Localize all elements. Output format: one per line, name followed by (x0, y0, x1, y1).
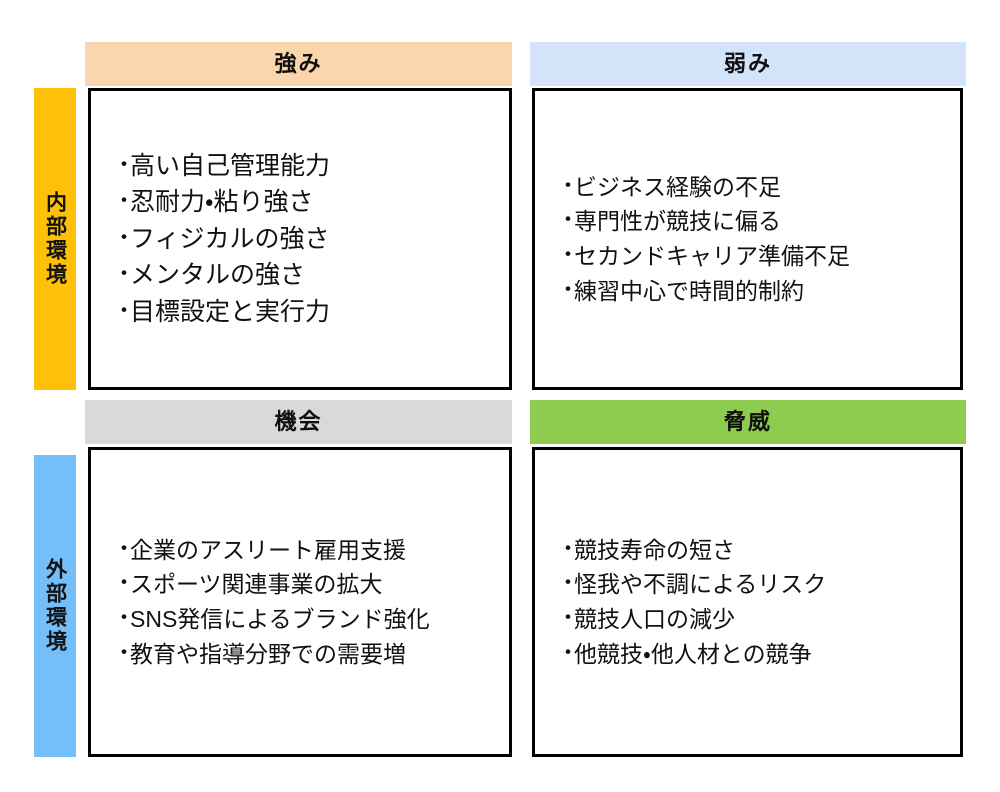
list-item: ・競技人口の減少 (557, 602, 960, 637)
list-item: ・SNS発信によるブランド強化 (113, 602, 509, 637)
list-item-label: 他競技・他人材との競争 (574, 640, 812, 667)
bullet-icon: ・ (557, 639, 580, 665)
list-item: ・目標設定と実行力 (113, 294, 509, 331)
bullet-icon: ・ (113, 261, 136, 287)
quadrant-header-opportunities-text: 機会 (274, 409, 323, 434)
quadrant-header-opportunities: 機会 (85, 400, 512, 444)
bullet-icon: ・ (557, 276, 580, 302)
list-item: ・忍耐力・粘り強さ (113, 184, 509, 221)
axis-label-internal-text: 内部環境 (43, 191, 67, 287)
quadrant-header-weaknesses: 弱み (530, 42, 966, 86)
list-item-label: スポーツ関連事業の拡大 (130, 571, 383, 598)
list-item: ・練習中心で時間的制約 (557, 274, 960, 309)
list-item-label: 専門性が競技に偏る (574, 208, 781, 235)
quadrant-header-threats-text: 脅威 (723, 409, 772, 434)
bullet-icon: ・ (557, 535, 580, 561)
list-item-label: 怪我や不調によるリスク (574, 571, 827, 598)
item-list-threats: ・競技寿命の短さ・怪我や不調によるリスク・競技人口の減少・他競技・他人材との競争 (535, 533, 960, 671)
list-item-label: 教育や指導分野での需要増 (130, 640, 406, 667)
bullet-icon: ・ (113, 151, 136, 177)
bullet-icon: ・ (113, 570, 136, 596)
list-item-label: 高い自己管理能力 (130, 151, 331, 180)
quadrant-box-weaknesses: ・ビジネス経験の不足・専門性が競技に偏る・セカンドキャリア準備不足・練習中心で時… (532, 88, 963, 390)
list-item: ・他競技・他人材との競争 (557, 637, 960, 672)
list-item: ・フィジカルの強さ (113, 221, 509, 258)
quadrant-box-strengths: ・高い自己管理能力・忍耐力・粘り強さ・フィジカルの強さ・メンタルの強さ・目標設定… (88, 88, 512, 390)
axis-label-internal-environment: 内部環境 (34, 88, 76, 390)
list-item-label: 目標設定と実行力 (130, 297, 331, 326)
quadrant-header-weaknesses-text: 弱み (723, 51, 772, 76)
list-item-label: フィジカルの強さ (130, 224, 330, 253)
list-item-label: メンタルの強さ (130, 261, 306, 290)
list-item: ・メンタルの強さ (113, 257, 509, 294)
quadrant-box-opportunities: ・企業のアスリート雇用支援・スポーツ関連事業の拡大・SNS発信によるブランド強化… (88, 447, 512, 757)
bullet-icon: ・ (113, 535, 136, 561)
list-item: ・高い自己管理能力 (113, 148, 509, 185)
bullet-icon: ・ (113, 297, 136, 323)
quadrant-header-strengths: 強み (85, 42, 512, 86)
bullet-icon: ・ (557, 570, 580, 596)
bullet-icon: ・ (113, 188, 136, 214)
item-list-strengths: ・高い自己管理能力・忍耐力・粘り強さ・フィジカルの強さ・メンタルの強さ・目標設定… (91, 148, 509, 331)
list-item: ・企業のアスリート雇用支援 (113, 533, 509, 568)
quadrant-header-strengths-text: 強み (274, 51, 323, 76)
bullet-icon: ・ (113, 224, 136, 250)
bullet-icon: ・ (557, 207, 580, 233)
list-item: ・スポーツ関連事業の拡大 (113, 567, 509, 602)
item-list-weaknesses: ・ビジネス経験の不足・専門性が競技に偏る・セカンドキャリア準備不足・練習中心で時… (535, 170, 960, 308)
list-item-label: 企業のアスリート雇用支援 (130, 536, 406, 563)
list-item: ・怪我や不調によるリスク (557, 567, 960, 602)
list-item: ・教育や指導分野での需要増 (113, 637, 509, 672)
axis-label-external-environment: 外部環境 (34, 455, 76, 757)
quadrant-header-threats: 脅威 (530, 400, 966, 444)
list-item: ・専門性が競技に偏る (557, 204, 960, 239)
list-item-label: 練習中心で時間的制約 (574, 277, 804, 304)
list-item-label: セカンドキャリア準備不足 (574, 243, 850, 269)
bullet-icon: ・ (557, 172, 580, 198)
list-item-label: 競技人口の減少 (574, 606, 735, 632)
list-item-label: SNS発信によるブランド強化 (130, 606, 430, 632)
bullet-icon: ・ (557, 242, 580, 267)
list-item-label: 忍耐力・粘り強さ (130, 188, 314, 217)
bullet-icon: ・ (113, 639, 136, 665)
list-item: ・セカンドキャリア準備不足 (557, 239, 960, 274)
quadrant-box-threats: ・競技寿命の短さ・怪我や不調によるリスク・競技人口の減少・他競技・他人材との競争 (532, 447, 963, 757)
list-item-label: ビジネス経験の不足 (574, 173, 781, 200)
axis-label-external-text: 外部環境 (43, 558, 67, 654)
list-item-label: 競技寿命の短さ (574, 536, 735, 563)
list-item: ・競技寿命の短さ (557, 533, 960, 568)
list-item: ・ビジネス経験の不足 (557, 170, 960, 205)
bullet-icon: ・ (557, 605, 580, 630)
bullet-icon: ・ (113, 605, 136, 630)
item-list-opportunities: ・企業のアスリート雇用支援・スポーツ関連事業の拡大・SNS発信によるブランド強化… (91, 533, 509, 671)
